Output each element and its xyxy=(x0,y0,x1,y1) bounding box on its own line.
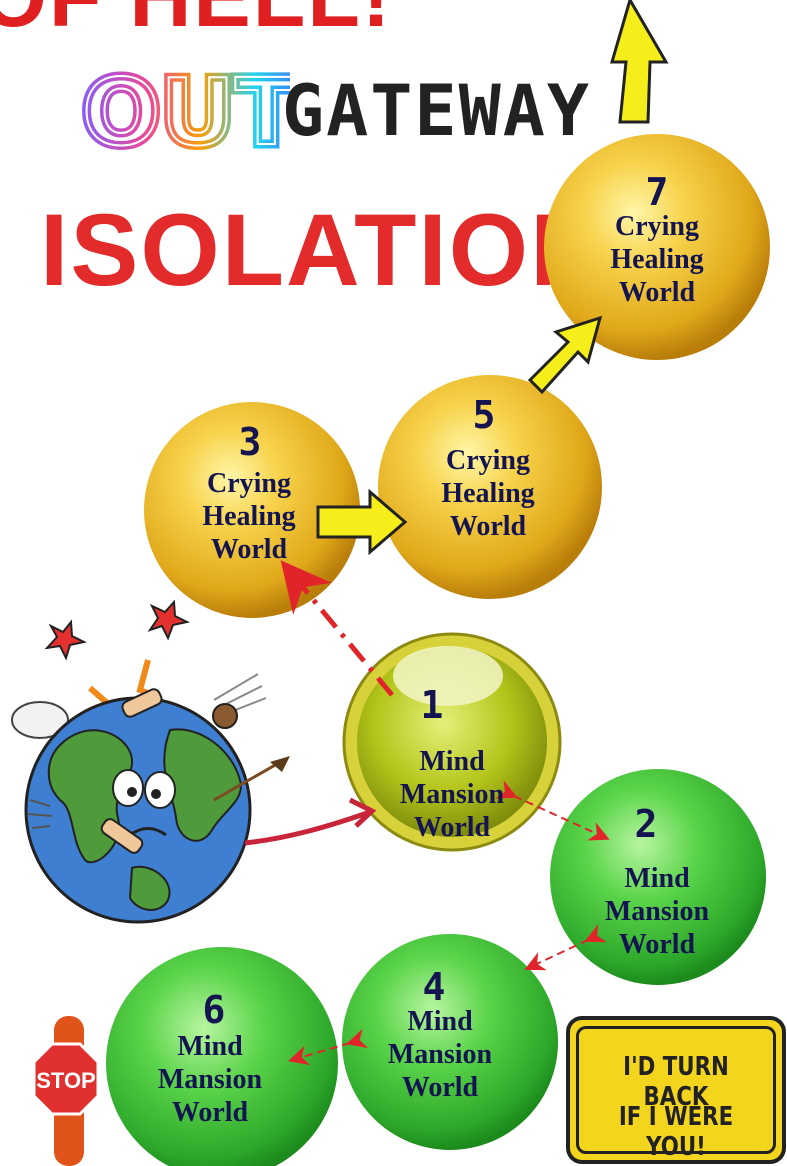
world-7-line3: World xyxy=(618,277,696,308)
world-1-line2: Mansion xyxy=(399,779,505,810)
top-exit-arrow xyxy=(610,0,669,124)
world-4-line3: World xyxy=(401,1072,479,1103)
world-7-label: Crying Healing World xyxy=(597,210,717,309)
turn-back-sign: I'D TURN BACK IF I WERE YOU! xyxy=(566,1016,786,1164)
world-1-number: 1 xyxy=(420,683,444,727)
turn-back-sign-line2: IF I WERE YOU! xyxy=(618,1102,734,1162)
arrow-2-to-4 xyxy=(524,924,607,971)
world-2-line1: Mind xyxy=(624,863,690,894)
arrow-5-to-7 xyxy=(527,315,603,395)
out-logo: OUT OUT xyxy=(78,62,290,158)
world-3-number: 3 xyxy=(238,420,262,464)
isolation-heading: ISOLATION xyxy=(40,193,606,307)
world-5-line2: Healing xyxy=(441,478,535,509)
world-3-line1: Crying xyxy=(207,468,291,499)
world-6-line2: Mansion xyxy=(157,1064,263,1095)
stop-sign-text: STOP xyxy=(36,1068,96,1093)
gateway-logo-text: GATEWAY xyxy=(282,70,592,152)
arrow-1-to-3 xyxy=(280,560,394,697)
world-1-label: Mind Mansion World xyxy=(392,745,512,844)
world-6-line1: Mind xyxy=(177,1031,243,1062)
world-7-number: 7 xyxy=(645,170,669,214)
turn-back-sign-line1: I'D TURN BACK xyxy=(623,1052,729,1112)
partial-title: OF HELL! xyxy=(0,0,393,47)
world-1-line3: World xyxy=(413,812,491,843)
world-2-label: Mind Mansion World xyxy=(597,862,717,961)
world-6-line3: World xyxy=(171,1097,249,1128)
turn-back-sign-border xyxy=(576,1026,776,1154)
world-2-line3: World xyxy=(618,929,696,960)
out-logo-text: OUT xyxy=(82,62,290,158)
world-3-line3: World xyxy=(210,534,288,565)
angry-globe-icon xyxy=(11,599,290,924)
world-4-line1: Mind xyxy=(407,1006,473,1037)
world-5-ball xyxy=(378,375,602,599)
world-4-label: Mind Mansion World xyxy=(380,1005,500,1104)
world-6-label: Mind Mansion World xyxy=(150,1030,270,1129)
world-2-line2: Mansion xyxy=(604,896,710,927)
world-1-line1: Mind xyxy=(419,746,485,777)
world-7-line2: Healing xyxy=(610,244,704,275)
stop-sign-icon: STOP xyxy=(32,1016,100,1166)
world-1-highlight xyxy=(393,646,503,706)
world-7-line1: Crying xyxy=(615,211,699,242)
world-4-number: 4 xyxy=(422,965,446,1009)
arrow-3-to-5 xyxy=(316,488,408,556)
world-7-ball xyxy=(544,134,770,360)
world-5-line3: World xyxy=(449,511,527,542)
world-4-line2: Mansion xyxy=(387,1039,493,1070)
world-4-ball xyxy=(342,934,558,1150)
world-3-line2: Healing xyxy=(202,501,296,532)
out-logo-highlight: OUT xyxy=(82,62,290,158)
world-5-line1: Crying xyxy=(446,445,530,476)
arrow-4-to-6 xyxy=(288,1028,369,1066)
world-2-number: 2 xyxy=(634,802,658,846)
world-5-number: 5 xyxy=(472,393,496,437)
world-6-number: 6 xyxy=(202,988,226,1032)
globe-to-world-1-arrow xyxy=(244,809,371,846)
world-3-label: Crying Healing World xyxy=(189,467,309,566)
arrow-1-to-2 xyxy=(495,780,610,841)
world-6-ball xyxy=(106,947,338,1166)
world-5-label: Crying Healing World xyxy=(428,444,548,543)
